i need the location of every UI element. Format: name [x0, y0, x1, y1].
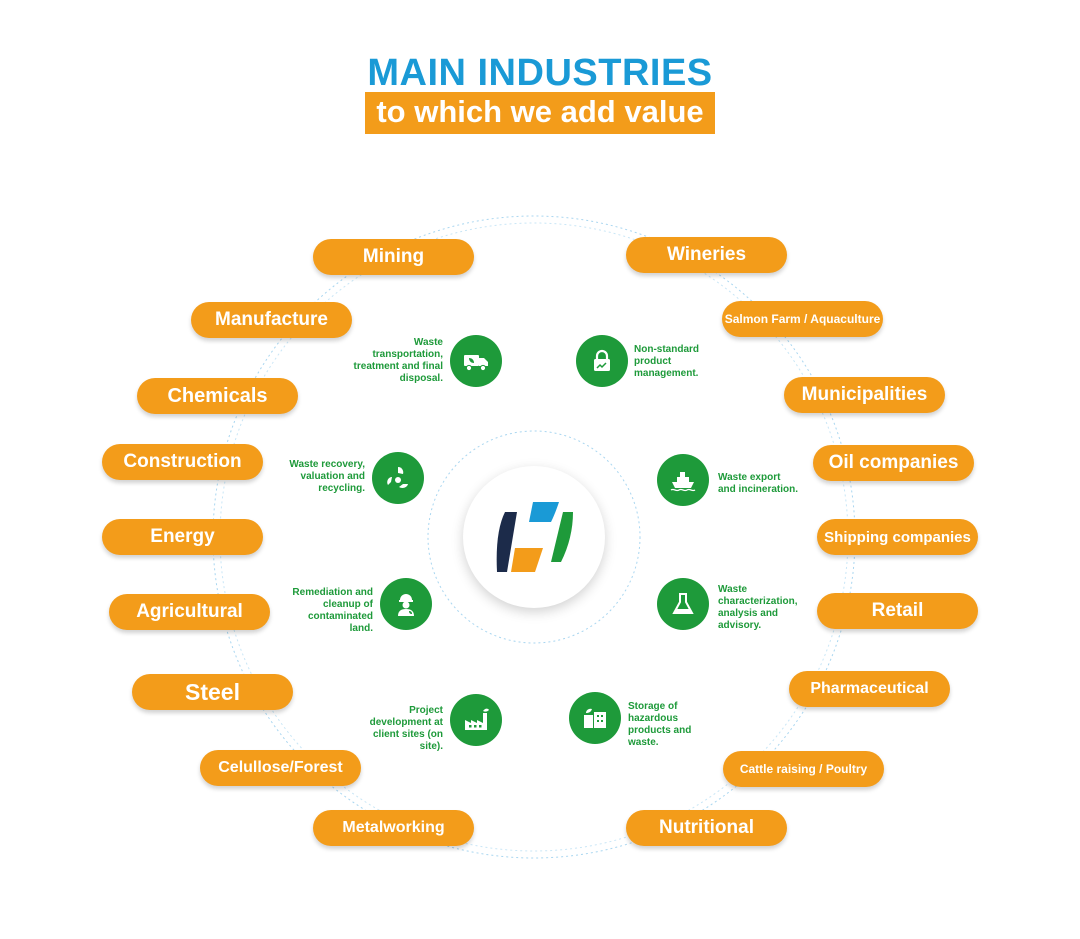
industry-manufacture: Manufacture: [191, 302, 352, 338]
factory-icon: [450, 694, 502, 746]
industry-salmon-farm-aquaculture: Salmon Farm / Aquaculture: [722, 301, 883, 337]
industry-agricultural: Agricultural: [109, 594, 270, 630]
industry-municipalities: Municipalities: [784, 377, 945, 413]
industry-pharmaceutical: Pharmaceutical: [789, 671, 950, 707]
service-label-project: Project development at client sites (on …: [369, 705, 443, 752]
industry-energy: Energy: [102, 519, 263, 555]
truck-icon: [450, 335, 502, 387]
service-label-storage: Storage of hazardous products and waste.: [628, 701, 692, 748]
recycle-icon: [372, 452, 424, 504]
service-label-transport: Waste transportation, treatment and fina…: [353, 337, 443, 384]
service-label-recovery: Waste recovery, valuation and recycling.: [289, 459, 365, 494]
industry-nutritional: Nutritional: [626, 810, 787, 846]
industry-metalworking: Metalworking: [313, 810, 474, 846]
industry-mining: Mining: [313, 239, 474, 275]
worker-icon: [380, 578, 432, 630]
industry-shipping-companies: Shipping companies: [817, 519, 978, 555]
storage-icon: [569, 692, 621, 744]
company-logo: [463, 466, 605, 608]
industry-oil-companies: Oil companies: [813, 445, 974, 481]
industry-wineries: Wineries: [626, 237, 787, 273]
flask-icon: [657, 578, 709, 630]
service-label-remediation: Remediation and cleanup of contaminated …: [292, 587, 373, 634]
service-label-nonstandard: Non-standard product management.: [634, 344, 699, 379]
page-subtitle: to which we add value: [365, 92, 715, 134]
industry-construction: Construction: [102, 444, 263, 480]
lock-icon: [576, 335, 628, 387]
ship-icon: [657, 454, 709, 506]
industry-retail: Retail: [817, 593, 978, 629]
industry-chemicals: Chemicals: [137, 378, 298, 414]
industry-steel: Steel: [132, 674, 293, 710]
service-label-characterization: Waste characterization, analysis and adv…: [718, 584, 798, 631]
service-label-export: Waste export and incineration.: [718, 472, 799, 495]
industry-celullose-forest: Celullose/Forest: [200, 750, 361, 786]
page-title: MAIN INDUSTRIES: [367, 52, 713, 94]
industry-cattle-raising-poultry: Cattle raising / Poultry: [723, 751, 884, 787]
